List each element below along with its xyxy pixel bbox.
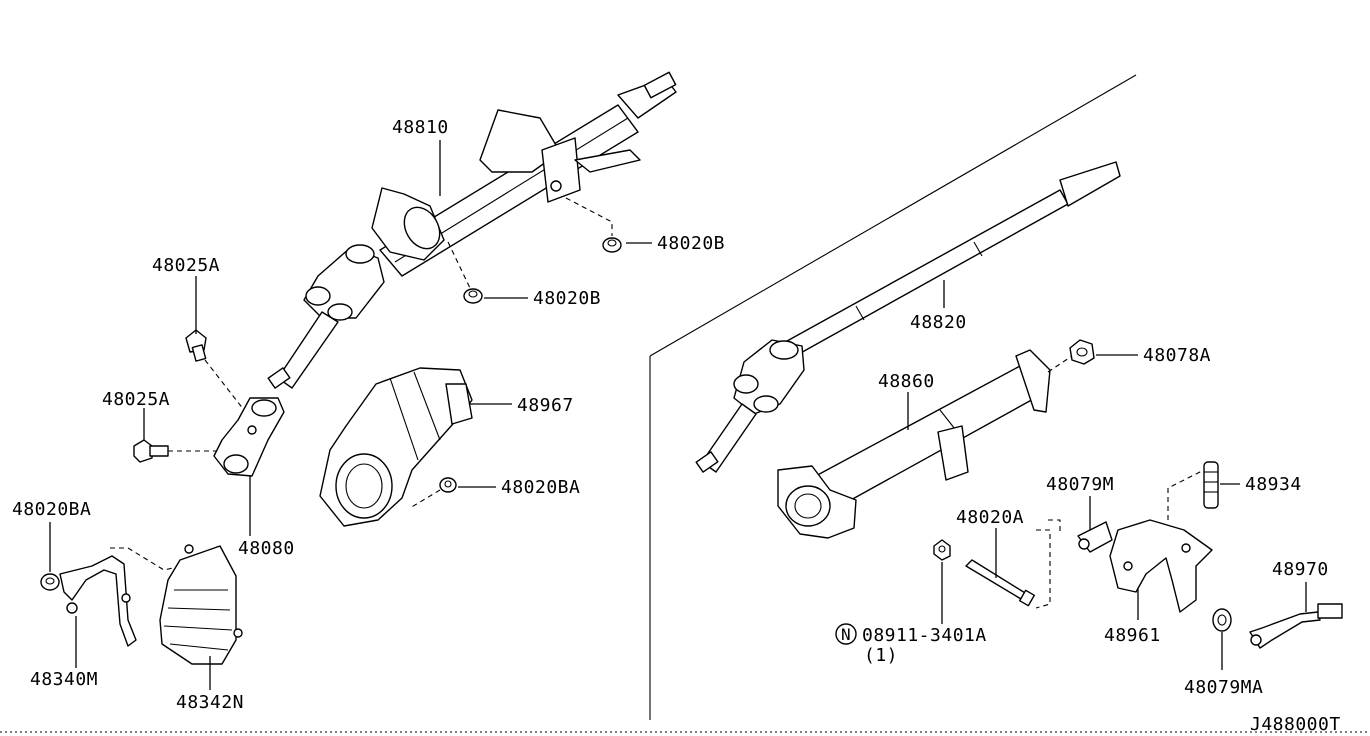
label-48967: 48967 [517,395,574,416]
bolt-48020A [965,559,1036,607]
spacer-48079M [1077,521,1113,553]
label-48020BA-right: 48020BA [501,477,580,498]
label-48079MA: 48079MA [1184,677,1263,698]
leader-lines [49,140,1307,690]
label-48961: 48961 [1104,625,1161,646]
u-joint-48080 [213,397,285,477]
label-48025A-lower: 48025A [102,389,170,410]
label-48342N: 48342N [176,692,244,713]
n-marker-circle [835,623,857,645]
nut-48020B-upper [602,237,622,253]
spring-48934 [1203,461,1219,509]
harness-48970 [1249,603,1343,649]
label-48934: 48934 [1245,474,1302,495]
label-48079M: 48079M [1046,474,1114,495]
label-48020A: 48020A [956,507,1024,528]
bracket-48961 [1109,519,1213,613]
diagram-code: J488000T [1250,714,1341,735]
label-08911-3401A: 08911-3401A [862,625,987,646]
label-48025A-upper: 48025A [152,255,220,276]
heat-shield-48342N [159,544,243,665]
label-48078A: 48078A [1143,345,1211,366]
label-n-marker: N [841,625,851,644]
washer-48079MA [1212,608,1232,632]
label-48020B-lower: 48020B [533,288,601,309]
nut-08911-3401A [933,539,951,561]
label-48340M: 48340M [30,669,98,690]
steering-column-assembly-48810 [267,71,677,389]
label-48080: 48080 [238,538,295,559]
bracket-48340M [59,555,137,647]
label-48020B-upper: 48020B [657,233,725,254]
nut-48078A [1069,339,1095,365]
column-tube-48860 [777,349,1051,539]
boot-cover-48967 [319,367,473,527]
label-48020BA-left: 48020BA [12,499,91,520]
label-quantity: (1) [864,645,898,666]
bolt-48025A-upper [185,329,207,362]
label-48820: 48820 [910,312,967,333]
callout-labels: 48810 48020B 48020B 48025A 48025A 48967 … [12,117,1341,735]
nut-48020BA-left [40,573,60,591]
nut-48020B-lower [463,288,483,304]
label-48970: 48970 [1272,559,1329,580]
nut-48020BA-right [439,477,457,493]
bolt-48025A-lower [133,439,169,463]
label-48810: 48810 [392,117,449,138]
section-divider [0,74,1370,733]
shaft-48820 [695,161,1121,473]
label-48860: 48860 [878,371,935,392]
